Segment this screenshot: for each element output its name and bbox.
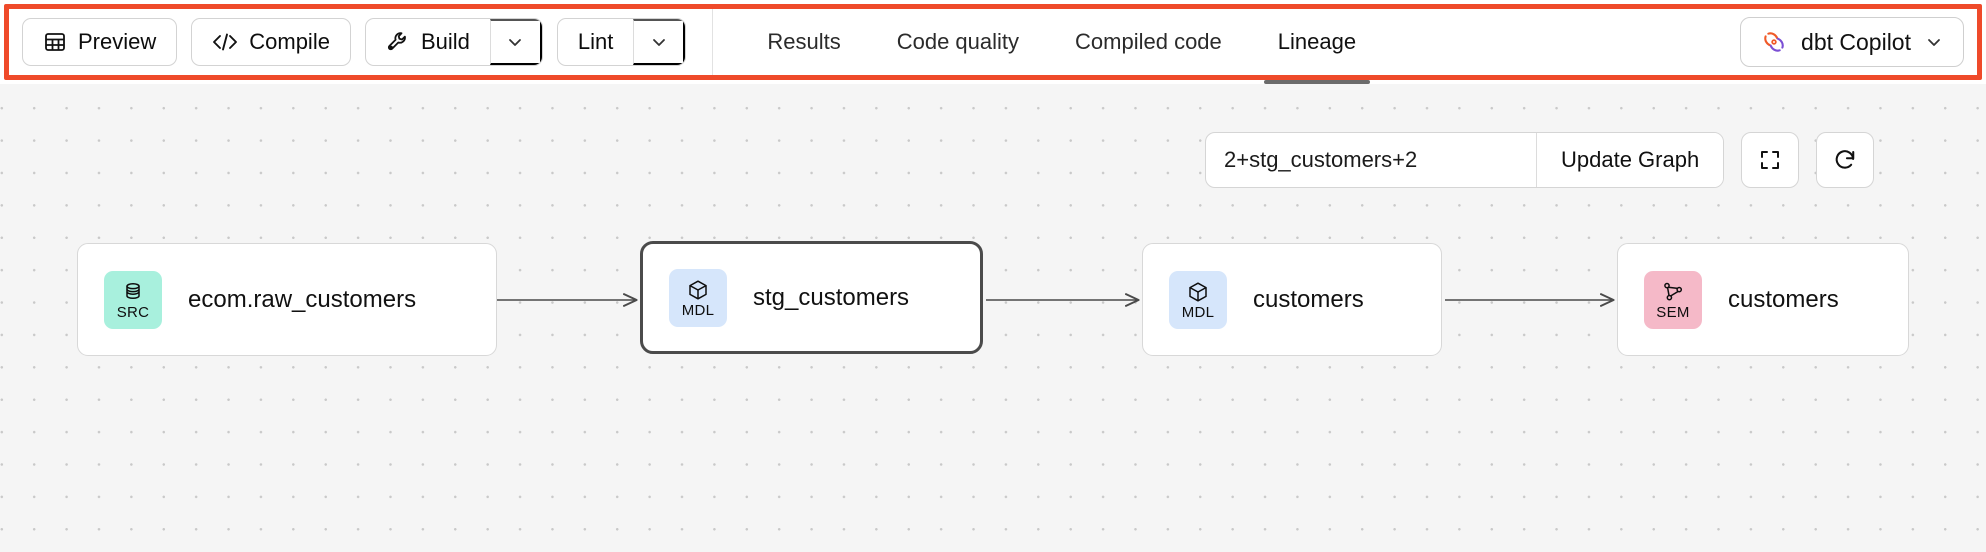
- node-type-badge-label: MDL: [681, 301, 715, 319]
- node-type-badge-label: MDL: [1181, 303, 1215, 321]
- dbt-copilot-button[interactable]: dbt Copilot: [1740, 17, 1964, 67]
- node-type-badge-sem: SEM: [1644, 270, 1702, 329]
- preview-label: Preview: [78, 29, 157, 54]
- tab-compiled-code[interactable]: Compiled code: [1047, 9, 1250, 75]
- preview-button[interactable]: Preview: [22, 18, 178, 66]
- tab-lineage[interactable]: Lineage: [1250, 9, 1384, 84]
- cube-icon: [686, 278, 710, 302]
- tab-bar: Results Code quality Compiled code Linea…: [739, 9, 1384, 84]
- lint-label: Lint: [577, 29, 614, 54]
- lineage-canvas[interactable]: Update Graph: [0, 84, 1986, 552]
- tab-code-quality[interactable]: Code quality: [869, 9, 1047, 75]
- database-icon: [121, 280, 145, 304]
- cube-icon: [1186, 280, 1210, 304]
- toolbar-divider: [712, 9, 714, 75]
- build-split-button: Build: [364, 18, 543, 66]
- compile-button[interactable]: Compile: [191, 18, 351, 66]
- fullscreen-icon: [1758, 148, 1782, 172]
- update-graph-button[interactable]: Update Graph: [1536, 133, 1724, 187]
- lint-caret-button[interactable]: [633, 19, 686, 65]
- node-type-badge-mdl: MDL: [1169, 270, 1227, 329]
- tab-lineage-label: Lineage: [1277, 29, 1357, 54]
- build-button[interactable]: Build: [366, 19, 490, 65]
- lineage-node-label: customers: [1728, 285, 1839, 313]
- refresh-button[interactable]: [1816, 132, 1875, 188]
- lineage-node-label: customers: [1253, 285, 1364, 313]
- lineage-node-label: stg_customers: [753, 283, 910, 311]
- tab-compiled-code-label: Compiled code: [1075, 29, 1222, 54]
- action-button-group: Preview Compile: [22, 18, 687, 66]
- lineage-node-stg_customers[interactable]: MDL stg_customers: [640, 241, 983, 354]
- node-type-badge-label: SRC: [116, 303, 150, 321]
- lint-split-button: Lint: [556, 18, 687, 66]
- tab-code-quality-label: Code quality: [896, 29, 1020, 54]
- node-type-badge-label: SEM: [1656, 303, 1690, 321]
- node-type-badge-mdl: MDL: [669, 268, 727, 327]
- lineage-node-label: ecom.raw_customers: [188, 285, 417, 313]
- compile-label: Compile: [249, 29, 330, 54]
- node-selector-bar: Update Graph: [1205, 132, 1725, 188]
- tab-results[interactable]: Results: [739, 9, 868, 75]
- toolbar: Preview Compile: [0, 0, 1986, 84]
- refresh-icon: [1832, 147, 1858, 173]
- build-label: Build: [420, 29, 470, 54]
- node-selector-input[interactable]: [1206, 133, 1536, 187]
- fullscreen-button[interactable]: [1741, 132, 1800, 188]
- lineage-node-customers_sem[interactable]: SEM customers: [1617, 243, 1909, 356]
- node-type-badge-src: SRC: [104, 270, 162, 329]
- chevron-down-icon: [649, 32, 669, 52]
- chevron-down-icon: [1924, 32, 1944, 52]
- lineage-node-raw_customers[interactable]: SRC ecom.raw_customers: [77, 243, 497, 356]
- lineage-node-customers_mdl[interactable]: MDL customers: [1142, 243, 1442, 356]
- tab-results-label: Results: [767, 29, 841, 54]
- edge-layer: [497, 84, 1986, 552]
- dbt-copilot-icon: [1760, 28, 1788, 56]
- semantic-graph-icon: [1661, 280, 1685, 304]
- table-icon: [43, 30, 67, 54]
- lint-button[interactable]: Lint: [558, 19, 633, 65]
- build-caret-button[interactable]: [489, 19, 542, 65]
- dbt-copilot-label: dbt Copilot: [1801, 28, 1911, 55]
- graph-controls: Update Graph: [1205, 132, 1875, 188]
- code-brackets-icon: [212, 31, 238, 53]
- chevron-down-icon: [505, 32, 525, 52]
- wrench-icon: [386, 30, 410, 54]
